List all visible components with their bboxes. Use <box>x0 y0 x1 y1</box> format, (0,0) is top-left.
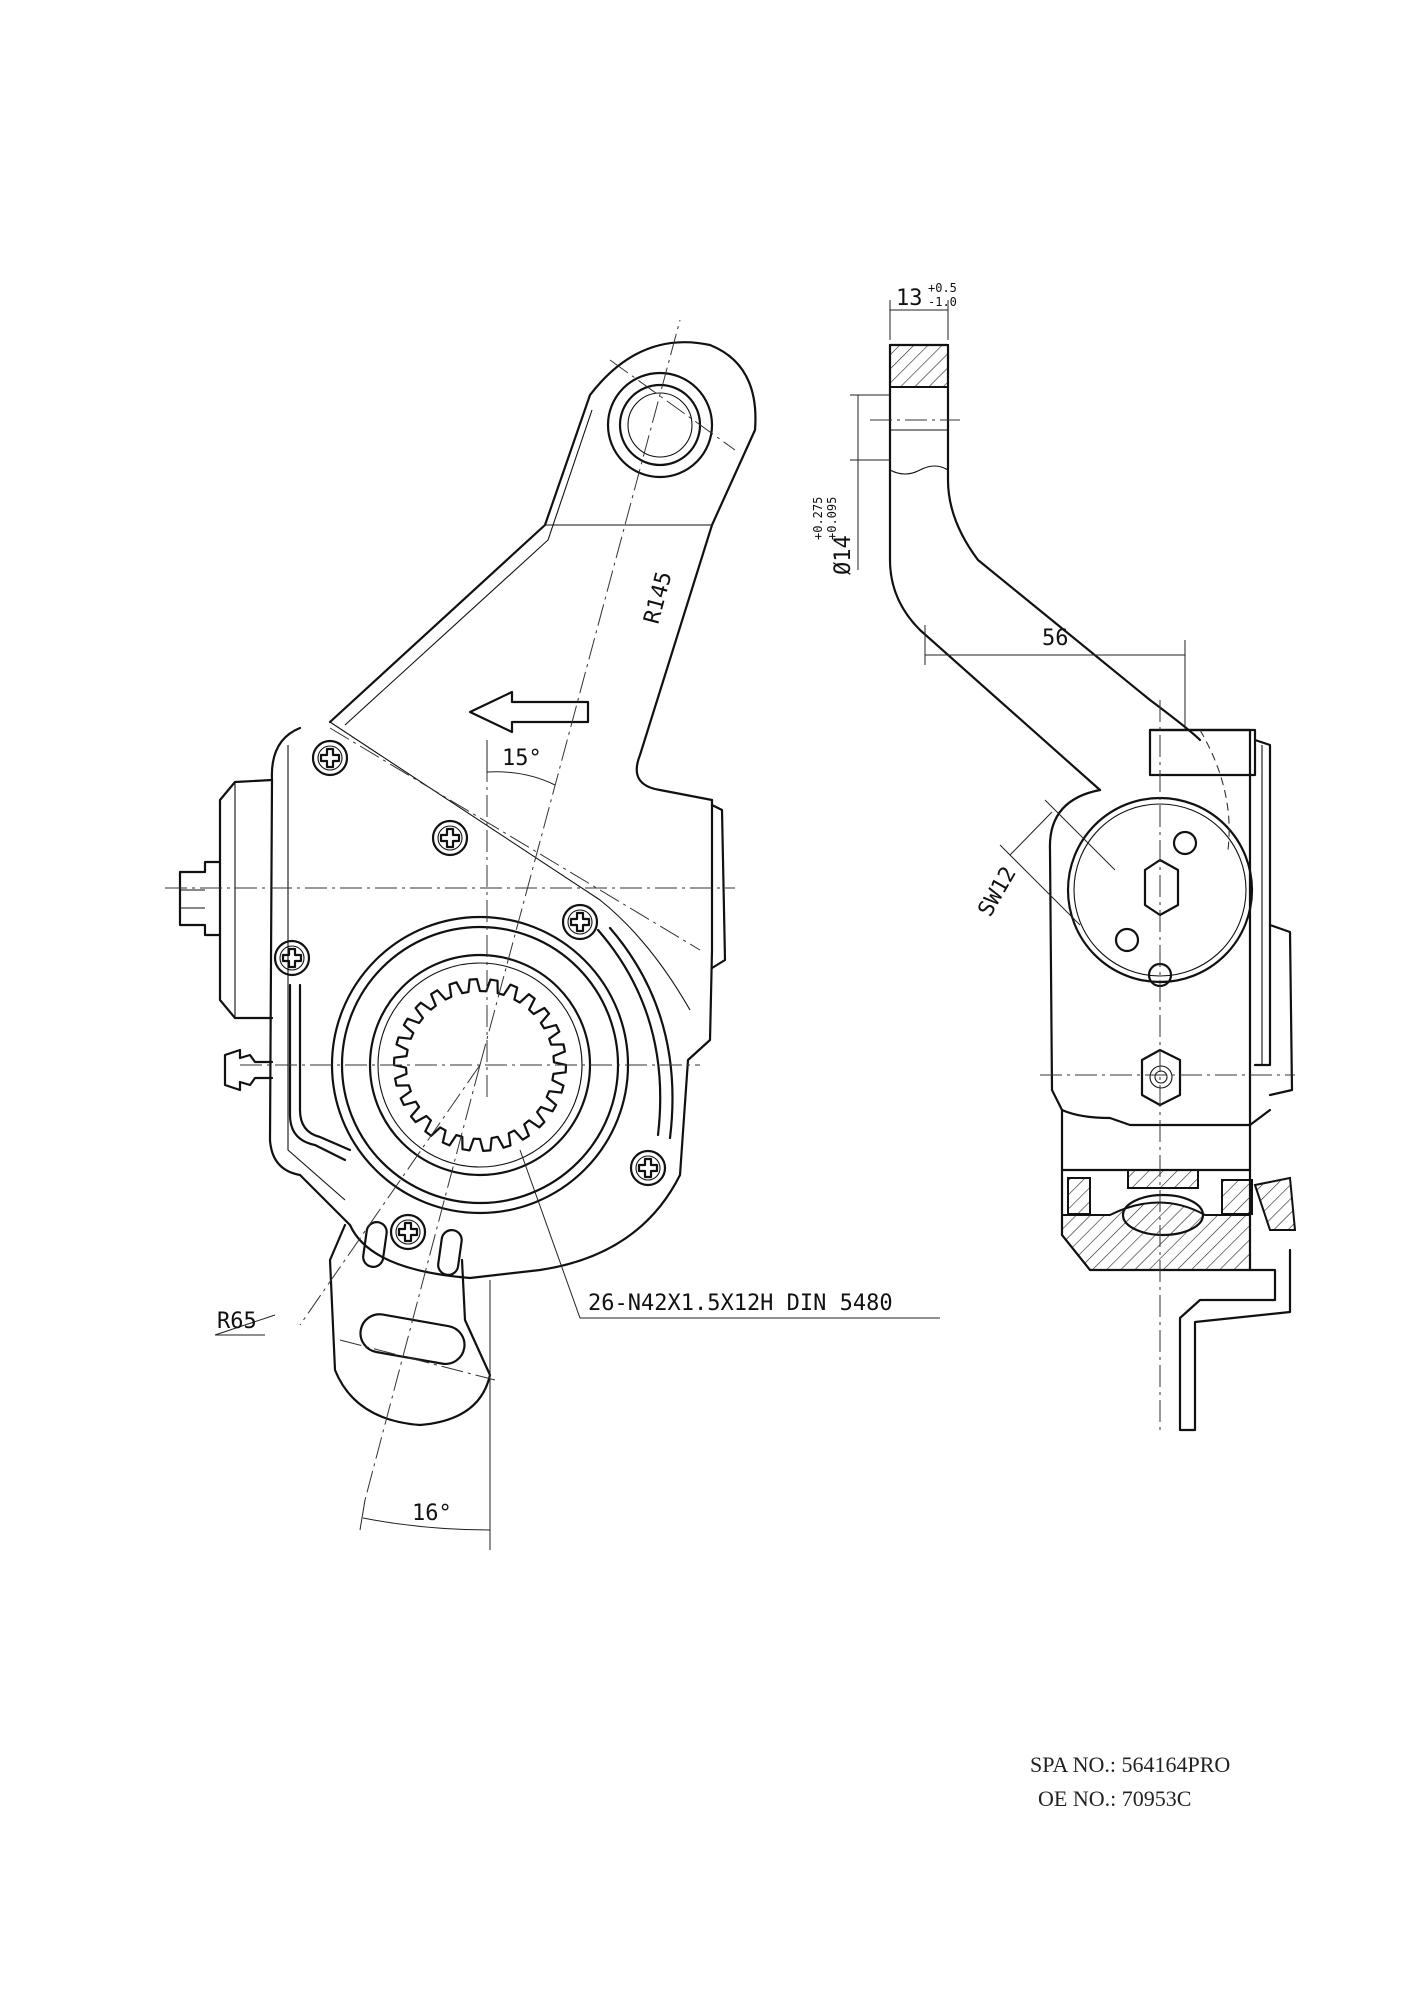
dim-16-ext-left <box>359 1499 366 1531</box>
side-seal-lip <box>1253 1176 1297 1231</box>
screw <box>311 739 349 777</box>
housing-outline <box>268 726 714 1280</box>
side-arm <box>888 343 1202 742</box>
screw <box>273 939 311 977</box>
sw12-line <box>1009 811 1053 856</box>
dim-bore-diameter: Ø14 <box>831 535 856 575</box>
eye-bore-inner <box>627 392 693 458</box>
side-hidden-arc <box>1199 729 1230 851</box>
dim-angle-bottom: 16° <box>412 1501 452 1526</box>
screw <box>431 819 469 857</box>
side-plate-2 <box>1268 923 1294 1097</box>
dim-wrench-size: SW12 <box>974 863 1022 921</box>
dim-width-top: 13 <box>896 286 923 311</box>
dim-15-arc <box>486 771 556 786</box>
dim-spline-spec: 26-N42X1.5X12H DIN 5480 <box>588 1291 893 1316</box>
spa-number: SPA NO.: 564164PRO <box>1030 1752 1231 1777</box>
screw <box>629 1149 667 1187</box>
screw <box>389 1213 427 1251</box>
side-arm-left <box>888 343 1102 792</box>
dim-offset: 56 <box>1042 626 1069 651</box>
screws <box>273 739 667 1251</box>
sw12-ext-2 <box>999 844 1081 926</box>
side-eye-section <box>889 344 949 388</box>
side-top-block <box>1148 728 1257 777</box>
tab-hole-right <box>437 1229 463 1276</box>
dim-width-tol-upper: +0.5 <box>928 281 957 295</box>
dim-16-arc <box>362 1517 491 1531</box>
side-lower-nut <box>1140 1048 1182 1107</box>
hub-stub <box>710 803 727 970</box>
dim-bore-tol-lower: +0.095 <box>825 497 839 540</box>
side-lower-nut-hole-inner <box>1154 1070 1168 1084</box>
side-head-block <box>1048 728 1252 1172</box>
side-hole-1 <box>1172 830 1198 856</box>
dim-width-tol-lower: -1.0 <box>928 295 957 309</box>
grease-nipple <box>223 1048 274 1092</box>
direction-arrow <box>468 690 590 734</box>
dim-bore-tol-upper: +0.275 <box>811 497 825 540</box>
curved-slot-right-2 <box>608 926 674 1140</box>
adjuster-body <box>218 778 274 1020</box>
eye-centerline <box>609 359 736 451</box>
side-hex-nut <box>1143 858 1180 917</box>
bottom-tab <box>328 1223 492 1427</box>
eye-boss <box>606 371 714 479</box>
radius-line-r145 <box>479 319 681 1066</box>
arm-outline <box>328 341 757 802</box>
side-boss-inner <box>1073 803 1247 977</box>
sw12-ext-1 <box>1044 799 1116 871</box>
eye-bore-outer <box>618 383 702 467</box>
side-lower-curve <box>1060 1108 1272 1127</box>
housing-shoulder <box>329 721 691 1011</box>
side-bearing-hatch <box>1127 1169 1199 1189</box>
tab-hole-left <box>362 1221 388 1268</box>
part-info: SPA NO.: 564164PRO OE NO.: 70953C <box>1030 1748 1230 1816</box>
slot-centerline <box>339 1339 496 1381</box>
oe-number: OE NO.: 70953C <box>1038 1786 1192 1811</box>
side-seal-left <box>1067 1177 1091 1215</box>
centerline-diag <box>329 727 701 951</box>
screw <box>561 903 599 941</box>
dim-radius-arm: R145 <box>640 569 678 627</box>
side-lower-nut-hole <box>1149 1065 1173 1089</box>
housing-inner-line <box>287 745 346 1201</box>
side-bracket <box>1178 1248 1292 1432</box>
curved-slot-left-2 <box>298 983 352 1152</box>
adjuster-bolt <box>178 860 222 937</box>
curved-slot-left <box>288 983 347 1162</box>
side-hole-2 <box>1114 927 1140 953</box>
centerline-tab <box>364 1064 481 1501</box>
side-view: 13 +0.5 -1.0 Ø14 +0.275 +0.095 56 SW12 <box>811 281 1297 1432</box>
dim-radius-slot: R65 <box>217 1309 257 1334</box>
radius-line-r65 <box>299 1064 481 1326</box>
front-view: 15° 16° R145 R65 26-N42X1.5X12H DIN 5480 <box>165 319 940 1550</box>
side-seal-right <box>1221 1179 1253 1215</box>
side-bearing <box>1121 1193 1205 1237</box>
dim-angle-top: 15° <box>502 746 542 771</box>
arm-inner-edge <box>344 409 593 726</box>
r65-leader <box>214 1314 276 1336</box>
side-break-line <box>889 465 949 475</box>
spline-leader <box>519 1149 940 1319</box>
curved-slot-right <box>596 928 662 1137</box>
